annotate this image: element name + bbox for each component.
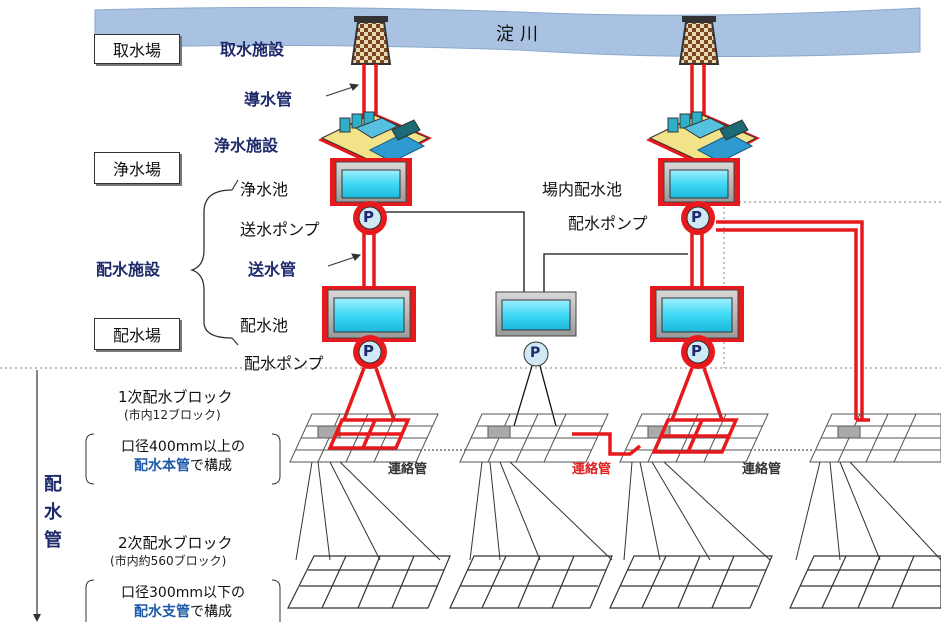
conduit-left xyxy=(362,64,378,118)
pump-middle-lower xyxy=(523,341,549,367)
secondary-note-highlight: 配水支管 xyxy=(134,604,190,620)
distribution-pipes-char-2: 水 xyxy=(44,502,62,523)
black-feed-middle xyxy=(513,365,557,427)
distribution-station-label: 配水場 xyxy=(94,318,180,350)
conduit-right xyxy=(690,64,706,118)
primary-block-note: 口径400mm以上の 配水本管で構成 xyxy=(92,438,274,476)
secondary-grid-2 xyxy=(449,555,613,609)
reservoir-right xyxy=(650,286,744,342)
purification-facility-label: 浄水施設 xyxy=(214,136,279,155)
red-feed-right xyxy=(670,367,724,421)
projection-lines xyxy=(295,461,941,561)
secondary-block-title: 2次配水ブロック xyxy=(118,534,233,552)
intake-tower-right xyxy=(678,16,720,65)
secondary-grid-1 xyxy=(287,555,451,609)
pump-left-lower xyxy=(353,335,387,369)
note-bracket-1 xyxy=(85,433,95,485)
river-label: 淀川 xyxy=(496,24,544,45)
purification-station-label: 浄水場 xyxy=(94,152,180,184)
pump-letter-3: P xyxy=(363,342,374,360)
primary-note-line2: 配水本管で構成 xyxy=(92,457,274,476)
distribution-pipes-char-1: 配 xyxy=(44,474,62,495)
distribution-pipes-char-3: 管 xyxy=(44,530,62,551)
pump-letter-4: P xyxy=(530,345,541,361)
intake-tower-left xyxy=(350,16,392,65)
pump-left-upper xyxy=(353,201,387,235)
clear-well-right xyxy=(658,158,740,206)
note-bracket-1r xyxy=(271,433,281,485)
distribution-pump-label: 配水ポンプ xyxy=(244,354,324,373)
pump-letter-5: P xyxy=(691,342,702,360)
thin-lines xyxy=(384,211,688,296)
transmission-pipe-right xyxy=(690,230,704,290)
pump-right-lower xyxy=(681,335,715,369)
connector-2-red xyxy=(572,432,642,456)
clear-well-label: 浄水池 xyxy=(240,180,289,199)
note-bracket-2r xyxy=(271,579,281,622)
secondary-grid-3 xyxy=(609,555,773,609)
pointer-arrows xyxy=(325,83,362,267)
secondary-block-note: 口径300mm以下の 配水支管で構成 xyxy=(92,584,274,622)
primary-block-count: (市内12ブロック) xyxy=(124,408,221,422)
secondary-note-line2: 配水支管で構成 xyxy=(92,603,274,622)
pipes-arrowhead xyxy=(33,614,41,622)
secondary-block-count: (市内約560ブロック) xyxy=(110,554,227,568)
clear-well-left xyxy=(330,158,412,206)
brace-tick-2 xyxy=(231,337,239,346)
primary-grid-2 xyxy=(459,413,609,463)
connector-label-1: 連絡管 xyxy=(388,462,428,477)
connector-label-2: 連絡管 xyxy=(572,462,612,477)
primary-grid-3-red xyxy=(651,418,739,454)
pump-letter-2: P xyxy=(691,208,702,226)
primary-grid-4 xyxy=(809,413,941,463)
transmission-pump-label: 送水ポンプ xyxy=(240,220,320,239)
connector-label-3: 連絡管 xyxy=(742,462,782,477)
conduit-label: 導水管 xyxy=(244,90,293,109)
red-feed-left xyxy=(342,367,396,421)
primary-note-line1: 口径400mm以上の xyxy=(121,439,245,455)
purification-plant-left xyxy=(318,111,432,168)
primary-grid-1-red xyxy=(327,418,411,450)
intake-station-label: 取水場 xyxy=(94,34,180,64)
intake-facility-label: 取水施設 xyxy=(220,40,285,59)
purification-plant-right xyxy=(646,111,760,168)
distribution-reservoir-label: 配水池 xyxy=(240,316,289,335)
trunk-main-right xyxy=(716,220,864,420)
brace-tick-1 xyxy=(231,179,239,191)
distribution-facility-brace xyxy=(189,189,233,339)
reservoir-left xyxy=(322,286,416,342)
distribution-facilities-label: 配水施設 xyxy=(96,260,161,279)
pump-letter-1: P xyxy=(363,208,374,226)
primary-block-title: 1次配水ブロック xyxy=(118,388,233,406)
transmission-pipe-left xyxy=(362,230,376,290)
secondary-grid-4 xyxy=(789,555,941,609)
reservoir-middle xyxy=(495,291,577,337)
primary-note-suffix: で構成 xyxy=(190,458,232,474)
secondary-note-suffix: で構成 xyxy=(190,604,232,620)
pump-right-upper xyxy=(681,201,715,235)
onsite-pump-label: 配水ポンプ xyxy=(568,214,648,233)
note-bracket-2 xyxy=(85,579,95,622)
transmission-pipe-label: 送水管 xyxy=(248,260,297,279)
primary-note-highlight: 配水本管 xyxy=(134,458,190,474)
secondary-note-line1: 口径300mm以下の xyxy=(121,585,245,601)
onsite-reservoir-label: 場内配水池 xyxy=(542,180,623,199)
